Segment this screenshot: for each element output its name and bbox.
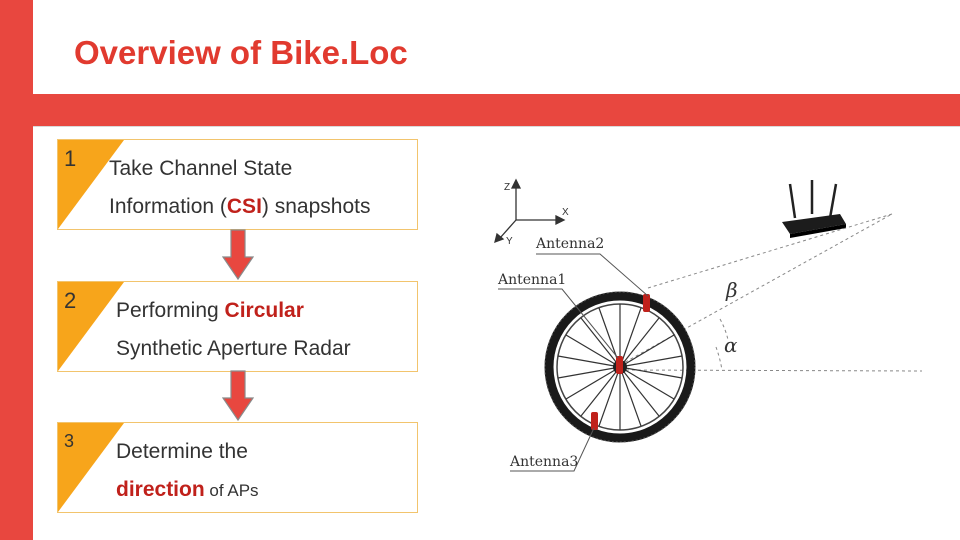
step-2-line1: Performing Circular bbox=[116, 292, 304, 330]
antenna2-label: Antenna2 bbox=[535, 236, 604, 252]
step-2-line2: Synthetic Aperture Radar bbox=[116, 330, 351, 368]
step-1-highlight: CSI bbox=[226, 195, 262, 218]
step-2-line2-text: Synthetic Aperture Radar bbox=[116, 337, 351, 360]
step-3-line1: Determine the bbox=[116, 433, 248, 471]
step-3-line1-text: Determine the bbox=[116, 440, 248, 463]
axis-x-label: X bbox=[562, 207, 569, 218]
axis-y-label: Y bbox=[506, 236, 513, 247]
down-arrow-2 bbox=[222, 370, 254, 422]
antenna1-label: Antenna1 bbox=[497, 272, 566, 288]
bicycle-wheel-icon bbox=[544, 291, 696, 443]
step-2-line1-pre: Performing bbox=[116, 299, 225, 322]
step-1-marker bbox=[58, 140, 124, 229]
angle-beta-label: β bbox=[725, 278, 738, 302]
axis-z-label: Z bbox=[504, 182, 510, 193]
signal-rays bbox=[619, 213, 923, 372]
coordinate-axes bbox=[494, 178, 566, 244]
step-3-line2-post: of APs bbox=[204, 481, 259, 500]
step-2-marker bbox=[58, 282, 124, 371]
step-1-number: 1 bbox=[64, 146, 77, 171]
step-1-line1: Take Channel State bbox=[109, 150, 292, 188]
step-3-highlight: direction bbox=[116, 478, 205, 501]
step-2-box: 2 Performing Circular Synthetic Aperture… bbox=[57, 281, 418, 372]
step-2-highlight: Circular bbox=[224, 299, 304, 322]
header-band bbox=[33, 94, 960, 127]
antenna-markers bbox=[591, 294, 650, 430]
bikeloc-diagram: Z X Y bbox=[494, 178, 923, 472]
header-divider bbox=[33, 126, 960, 127]
step-3-number: 3 bbox=[64, 431, 75, 451]
step-1-line2-pre: Information ( bbox=[109, 195, 227, 218]
down-arrow-1 bbox=[222, 229, 254, 281]
left-accent-bar bbox=[0, 0, 33, 540]
antenna3-label: Antenna3 bbox=[509, 454, 578, 470]
slide-title: Overview of Bike.Loc bbox=[74, 34, 408, 71]
step-3-box: 3 Determine the direction of APs bbox=[57, 422, 418, 513]
step-3-marker bbox=[58, 423, 124, 512]
step-3-line2: direction of APs bbox=[116, 471, 259, 510]
step-2-number: 2 bbox=[64, 288, 77, 313]
step-1-line2: Information (CSI) snapshots bbox=[109, 188, 370, 226]
step-1-box: 1 Take Channel State Information (CSI) s… bbox=[57, 139, 418, 230]
router-icon bbox=[782, 180, 846, 238]
step-1-line2-post: ) snapshots bbox=[261, 195, 371, 218]
step-1-line1-text: Take Channel State bbox=[109, 157, 293, 180]
angle-alpha-label: α bbox=[724, 333, 738, 357]
